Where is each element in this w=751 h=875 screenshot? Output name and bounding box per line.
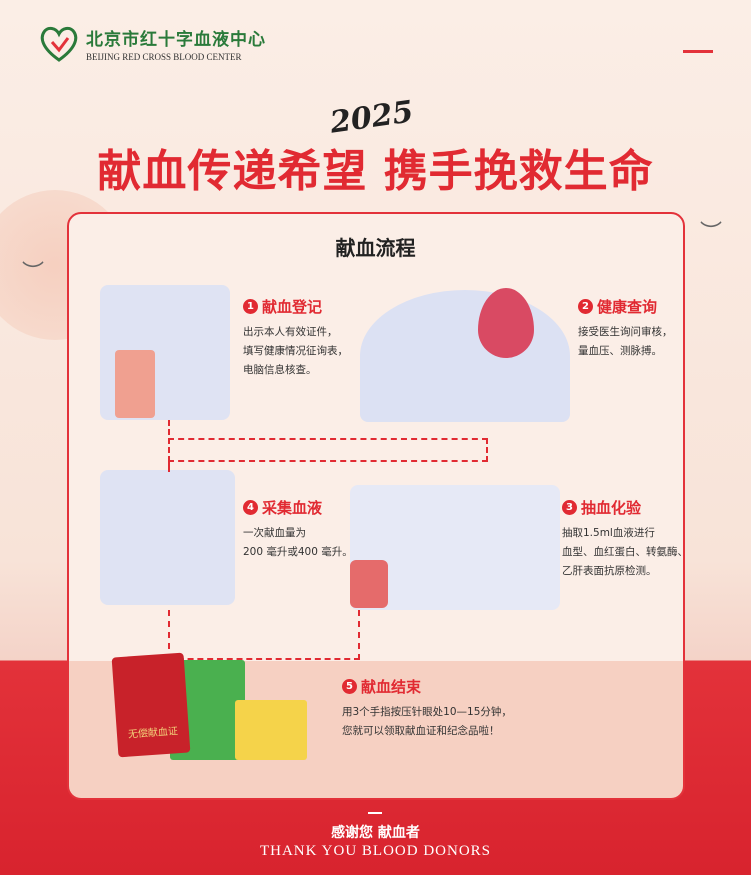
bird-icon: ︶ <box>22 261 45 286</box>
path-line <box>168 462 170 472</box>
step-text: 4 <box>243 500 258 515</box>
step-text: 抽血化验 <box>581 499 642 517</box>
path-line <box>168 610 360 660</box>
health-check-illustration <box>360 290 570 422</box>
step-text: 电脑信息核查。 <box>243 364 317 376</box>
footer-dash <box>368 812 382 814</box>
step-text: 5 <box>342 679 357 694</box>
step-1: 1 献血登记 出示本人有效证件， 填写健康情况征询表， 电脑信息核查。 <box>243 296 348 380</box>
donation-certificate: 无偿献血证 <box>111 652 191 758</box>
step-text: 您就可以领取献血证和纪念品啦！ <box>342 725 500 737</box>
year: 2025 <box>327 94 416 141</box>
card-title: 献血流程 <box>335 236 416 260</box>
page-title: 献血传递希望 携手挽救生命 <box>97 146 654 197</box>
blood-bag-icon <box>350 560 388 608</box>
step-text: 量血压、测脉搏。 <box>578 345 662 357</box>
path-line <box>168 438 488 462</box>
footer-en: THANK YOU BLOOD DONORS <box>259 843 492 859</box>
logo-en: BEIJING RED CROSS BLOOD CENTER <box>86 51 242 62</box>
step-text: 2 <box>578 299 593 314</box>
step-text: 200 毫升或400 毫升。 <box>243 546 353 558</box>
heart-hands-logo-icon <box>40 26 78 62</box>
step-text: 抽取1.5ml血液进行 <box>562 527 655 539</box>
step-text: 献血结束 <box>361 678 422 696</box>
header-dash <box>683 50 713 53</box>
step-text: 1 <box>243 299 258 314</box>
step-5: 5 献血结束 用3个手指按压针眼处10—15分钟， 您就可以领取献血证和纪念品啦！ <box>342 676 512 741</box>
footer-cn: 感谢您 献血者 <box>331 825 420 841</box>
step-text: 接受医生询问审核， <box>578 326 673 338</box>
bird-icon: ︶ <box>700 221 723 246</box>
step-text: 血型、血红蛋白、转氨酶、 <box>562 546 688 558</box>
step-text: 乙肝表面抗原检测。 <box>562 565 657 577</box>
gift-box-yellow <box>235 700 307 760</box>
collection-illustration <box>100 470 235 605</box>
step-text: 3 <box>562 500 577 515</box>
step-2: 2 健康查询 接受医生询问审核， 量血压、测脉搏。 <box>578 296 673 361</box>
cup-icon <box>115 350 155 418</box>
logo-cn: 北京市红十字血液中心 <box>86 29 266 50</box>
blood-drop-icon <box>478 288 534 358</box>
step-text: 一次献血量为 <box>243 527 306 539</box>
step-text: 健康查询 <box>597 298 658 316</box>
step-text: 填写健康情况征询表， <box>243 345 348 357</box>
step-text: 出示本人有效证件， <box>243 326 338 338</box>
step-4: 4 采集血液 一次献血量为 200 毫升或400 毫升。 <box>243 497 353 562</box>
step-3: 3 抽血化验 抽取1.5ml血液进行血型、血红蛋白、转氨酶、乙肝表面抗原检测。 <box>562 497 688 581</box>
path-line <box>168 420 488 462</box>
step-text: 采集血液 <box>262 499 323 517</box>
step-text: 献血登记 <box>262 298 323 316</box>
step-text: 用3个手指按压针眼处10—15分钟， <box>342 706 512 718</box>
